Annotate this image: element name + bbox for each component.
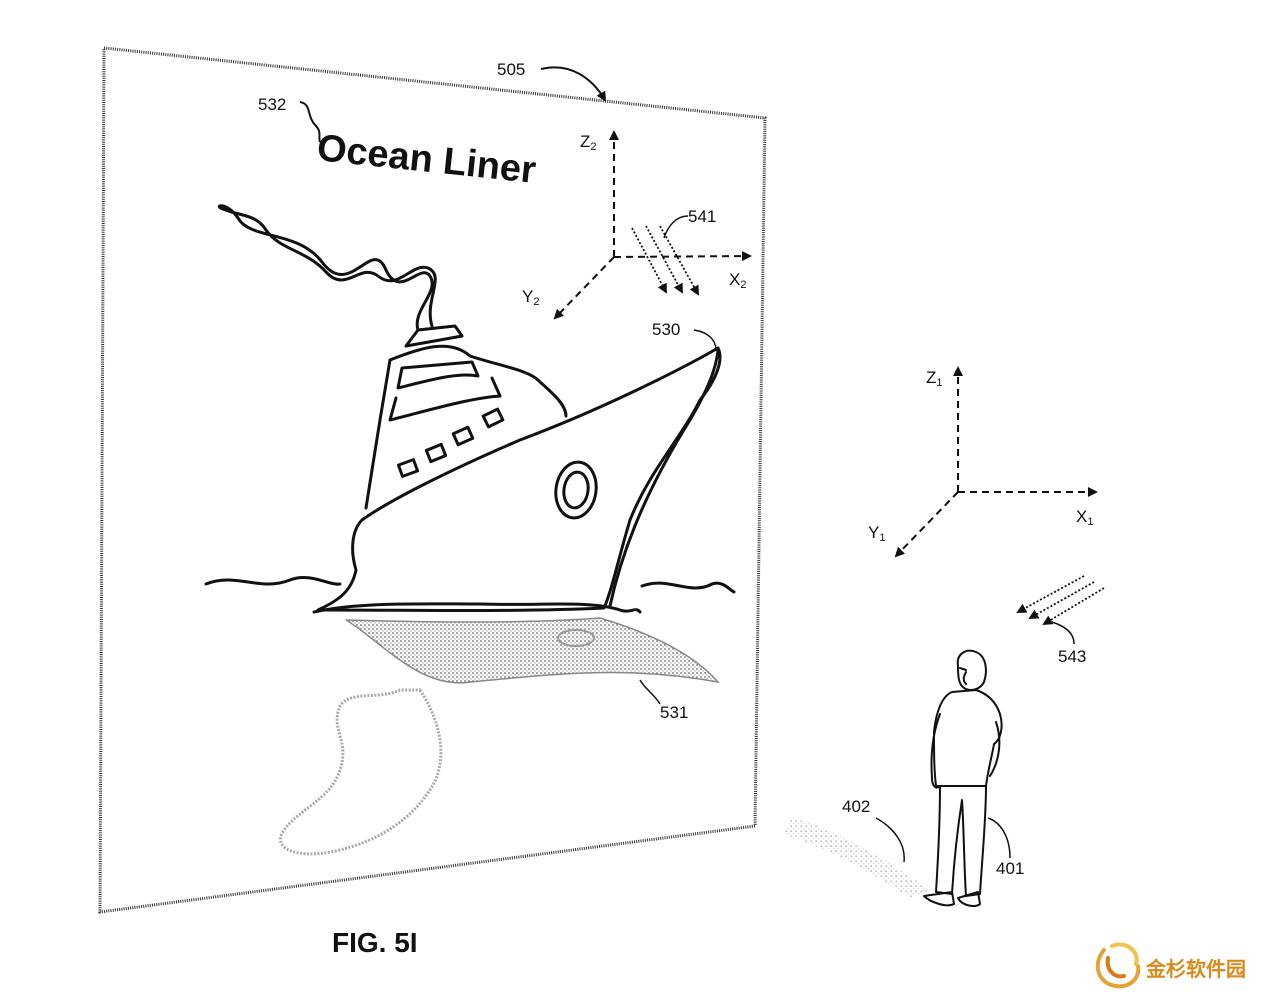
ref-543: 543	[1058, 647, 1086, 666]
smoke-plume	[217, 204, 437, 332]
leader-532	[299, 101, 321, 143]
left-arm	[930, 713, 941, 789]
ref-541: 541	[688, 207, 716, 226]
watermark: 金杉软件园	[1095, 942, 1246, 989]
ref-531: 531	[660, 703, 688, 722]
ref-532: 532	[258, 95, 286, 114]
wave-left	[204, 576, 342, 586]
shadow	[784, 818, 930, 898]
hull	[316, 346, 722, 612]
porthole-inner	[562, 470, 590, 510]
watermark-text: 金杉软件园	[1145, 957, 1246, 981]
y2-label: Y2	[522, 287, 539, 308]
light-rays-541	[631, 225, 699, 296]
window	[396, 458, 420, 478]
shoes	[923, 891, 981, 907]
ship-reflection	[279, 617, 720, 856]
porthole-outer	[554, 460, 598, 520]
leader-541	[663, 215, 689, 239]
x1-label: X1	[1076, 507, 1093, 528]
z1-label: Z1	[926, 368, 943, 389]
y1-axis	[894, 491, 959, 558]
light-rays-543	[1016, 575, 1105, 626]
bow-line	[608, 348, 720, 608]
figure-label: FIG. 5I	[332, 927, 418, 958]
window	[451, 425, 475, 447]
ref-505: 505	[497, 60, 525, 79]
right-arm	[989, 721, 1001, 777]
waterline	[312, 602, 642, 614]
mid-deck-window	[388, 376, 502, 422]
leader-530	[693, 329, 717, 351]
ref-401: 401	[996, 859, 1024, 878]
poster-axes	[553, 130, 752, 320]
glasses	[959, 667, 967, 685]
x2-label: X2	[729, 270, 746, 291]
leader-505	[540, 66, 607, 102]
ref-402: 402	[842, 797, 870, 816]
leader-402	[875, 817, 905, 863]
funnel	[404, 324, 464, 348]
cabin-left-wall	[364, 358, 392, 510]
head	[956, 649, 987, 691]
real-axes	[894, 366, 1098, 558]
ship-drawing	[204, 204, 736, 614]
wave-right	[640, 581, 736, 594]
cabin-roof	[388, 344, 568, 418]
x2-axis	[613, 251, 752, 262]
person-figure	[923, 649, 1003, 907]
leader-401	[987, 817, 1011, 859]
leader-543	[1051, 621, 1075, 645]
y1-label: Y1	[868, 523, 885, 544]
window	[424, 442, 448, 464]
window	[481, 407, 505, 429]
watermark-logo-icon	[1095, 942, 1141, 989]
y2-axis	[553, 256, 615, 320]
leader-531	[639, 679, 661, 705]
legs	[935, 785, 987, 897]
ref-530: 530	[652, 320, 680, 339]
z2-label: Z2	[580, 132, 597, 153]
upper-deck-window	[396, 360, 480, 390]
